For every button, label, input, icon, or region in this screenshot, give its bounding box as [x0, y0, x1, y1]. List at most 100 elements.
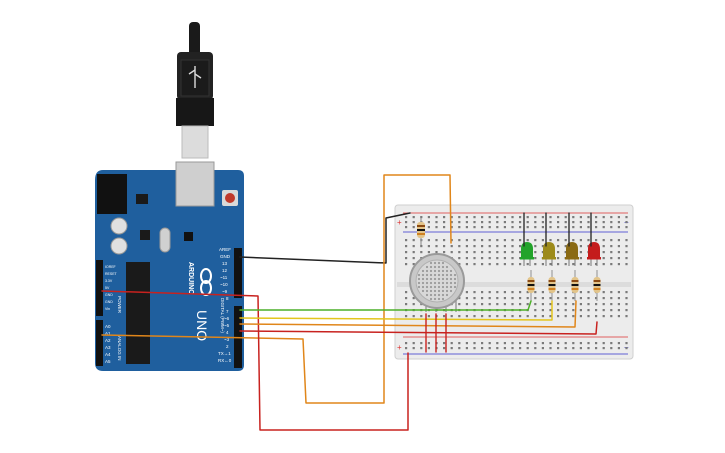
breadboard-hole	[481, 291, 484, 294]
breadboard-hole	[405, 297, 408, 300]
reset-button	[225, 193, 235, 203]
breadboard-hole	[541, 239, 544, 242]
breadboard-hole	[405, 342, 408, 345]
breadboard-hole	[519, 245, 522, 248]
breadboard-hole	[420, 245, 423, 248]
breadboard-hole	[617, 216, 620, 219]
breadboard-hole	[526, 297, 529, 300]
breadboard-hole	[610, 309, 613, 312]
breadboard-hole	[610, 245, 613, 248]
wire-pin7-green	[239, 300, 532, 311]
breadboard-hole	[511, 303, 514, 306]
breadboard-hole	[557, 315, 560, 318]
breadboard-hole	[557, 216, 560, 219]
breadboard-hole	[617, 226, 620, 229]
breadboard-hole	[526, 239, 529, 242]
breadboard-hole	[564, 226, 567, 229]
sensor-mesh-dot	[425, 293, 429, 297]
breadboard-hole	[458, 251, 461, 254]
breadboard-hole	[405, 245, 408, 248]
breadboard-hole	[465, 303, 468, 306]
breadboard-hole	[435, 226, 438, 229]
breadboard-hole	[412, 342, 415, 345]
breadboard-hole	[443, 226, 446, 229]
breadboard-hole	[473, 226, 476, 229]
sensor-mesh-dot	[433, 289, 437, 293]
breadboard-hole	[443, 347, 446, 350]
breadboard-hole	[587, 303, 590, 306]
breadboard-hole	[465, 291, 468, 294]
power-jack	[97, 174, 127, 214]
sensor-mesh-dot	[433, 277, 437, 281]
breadboard-hole	[526, 347, 529, 350]
power-pin-labels: IOREF RESET 3.3V 5V GND GND Vin	[105, 265, 118, 311]
usb-cable	[176, 22, 214, 159]
breadboard-hole	[579, 347, 582, 350]
power-header-label: POWER	[117, 296, 122, 314]
breadboard-hole	[625, 251, 628, 254]
breadboard-hole	[572, 239, 575, 242]
breadboard-hole	[488, 347, 491, 350]
breadboard-hole	[496, 239, 499, 242]
breadboard-hole	[427, 251, 430, 254]
breadboard-hole	[595, 221, 598, 224]
breadboard-hole	[526, 216, 529, 219]
breadboard-hole	[503, 216, 506, 219]
breadboard-hole	[579, 226, 582, 229]
breadboard-hole	[557, 251, 560, 254]
sensor-mesh-dot	[441, 273, 445, 277]
breadboard-hole	[617, 303, 620, 306]
sensor-mesh	[417, 261, 457, 301]
breadboard-hole	[511, 257, 514, 260]
sensor-mesh-dot	[437, 281, 441, 285]
breadboard-hole	[450, 245, 453, 248]
breadboard-hole	[488, 297, 491, 300]
sensor-mesh-dot	[433, 265, 437, 269]
sensor-mesh-dot	[445, 265, 449, 269]
breadboard-hole	[405, 239, 408, 242]
breadboard-hole	[412, 245, 415, 248]
sensor-mesh-dot	[437, 293, 441, 297]
breadboard-hole	[503, 291, 506, 294]
breadboard-hole	[579, 251, 582, 254]
breadboard-hole	[541, 309, 544, 312]
breadboard-hole	[427, 221, 430, 224]
sensor-mesh-dot	[421, 285, 425, 289]
breadboard-hole	[579, 309, 582, 312]
breadboard-hole	[519, 315, 522, 318]
pin-label-a2: A2	[105, 338, 111, 343]
breadboard-hole	[405, 315, 408, 318]
breadboard-hole	[557, 221, 560, 224]
breadboard-hole	[534, 309, 537, 312]
breadboard-hole	[587, 239, 590, 242]
breadboard-hole	[610, 251, 613, 254]
breadboard-hole	[503, 245, 506, 248]
wire-pin5-orange	[239, 300, 577, 328]
sensor-mesh-dot	[421, 289, 425, 293]
sensor-mesh-dot	[429, 265, 433, 269]
pin-label-5: ~5	[224, 323, 230, 328]
breadboard-hole	[435, 245, 438, 248]
breadboard-hole	[595, 342, 598, 345]
breadboard-hole	[572, 342, 575, 345]
breadboard-hole	[564, 297, 567, 300]
sensor-mesh-dot	[429, 273, 433, 277]
breadboard-hole	[511, 342, 514, 345]
breadboard-hole	[534, 257, 537, 260]
wire-gnd-black	[239, 212, 411, 264]
breadboard-hole	[602, 216, 605, 219]
breadboard-hole	[519, 303, 522, 306]
breadboard-hole	[617, 251, 620, 254]
wire-5v-red	[101, 290, 409, 431]
digital-header-label: DIGITAL (PWM~)	[220, 298, 225, 333]
breadboard-hole	[511, 297, 514, 300]
sensor-mesh-dot	[433, 293, 437, 297]
sensor-mesh-dot	[429, 277, 433, 281]
breadboard-hole	[541, 221, 544, 224]
breadboard-hole	[427, 216, 430, 219]
breadboard-hole	[602, 245, 605, 248]
breadboard-hole	[443, 251, 446, 254]
breadboard-hole	[549, 239, 552, 242]
wire-pin6-yellow	[239, 300, 553, 321]
breadboard-hole	[595, 216, 598, 219]
